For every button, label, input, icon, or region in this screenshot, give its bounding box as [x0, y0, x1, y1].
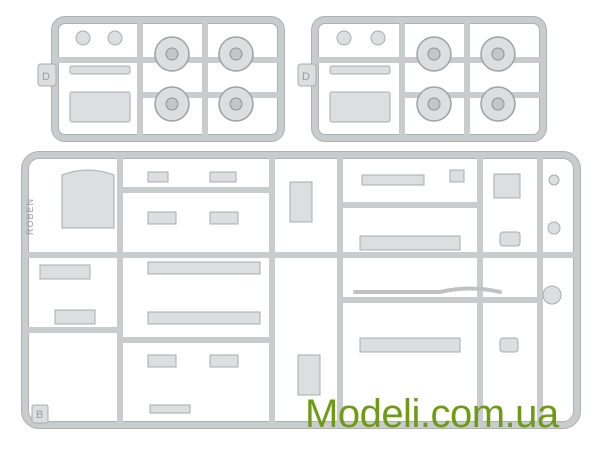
maker-mark: ROBEN	[25, 198, 35, 235]
sprue-d-right	[297, 16, 547, 142]
sprue-letter-b: B	[36, 409, 43, 421]
sprue-b: B ROBEN	[21, 151, 581, 429]
sprue-letter-d-right: D	[302, 71, 310, 83]
sprue-letter-d-left: D	[42, 71, 50, 83]
watermark: Modeli.com.ua	[305, 392, 559, 436]
sprue-d-left	[37, 16, 285, 142]
